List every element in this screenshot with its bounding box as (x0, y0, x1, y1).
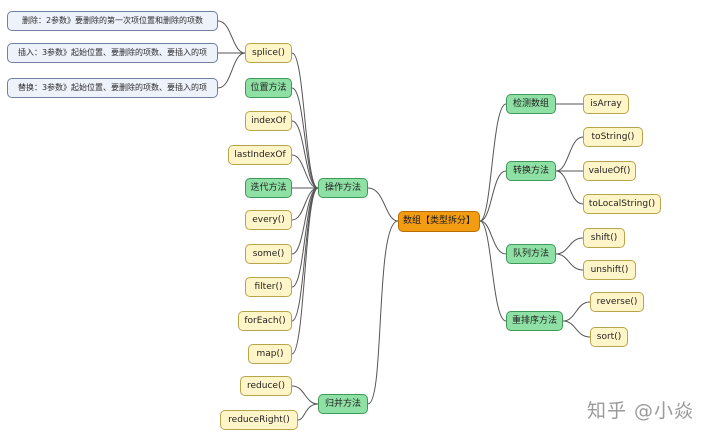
leaf-tostring[interactable]: toString() (583, 127, 643, 147)
link-root-merge (367, 220, 399, 405)
leaf-reduce-label: reduce() (247, 380, 285, 391)
link-operation-map (291, 187, 319, 355)
leaf-lastindexof[interactable]: lastIndexOf (228, 145, 292, 165)
leaf-lastindexof-label: lastIndexOf (234, 149, 286, 160)
splice-note-insert[interactable]: 插入：3参数》起始位置、要删除的项数、要插入的项 (7, 43, 218, 63)
leaf-sort-label: sort() (596, 331, 622, 342)
leaf-indexof[interactable]: indexOf (245, 111, 292, 131)
leaf-sort[interactable]: sort() (590, 327, 628, 347)
leaf-reduceright-label: reduceRight() (228, 414, 290, 425)
link-root-detect (479, 103, 507, 222)
leaf-isarray[interactable]: isArray (583, 94, 629, 114)
splice-note-replace-text: 替换：3参数》起始位置、要删除的项数、要插入的项 (17, 83, 208, 92)
subbranch-iteration[interactable]: 迭代方法 (245, 178, 292, 198)
link-merge-reduce (291, 385, 319, 405)
branch-merge-label: 归并方法 (324, 398, 361, 409)
link-splice-note1 (217, 20, 246, 54)
leaf-reduce[interactable]: reduce() (240, 376, 292, 396)
branch-operation-label: 操作方法 (324, 182, 361, 193)
leaf-filter[interactable]: filter() (245, 277, 292, 297)
leaf-tostring-label: toString() (591, 131, 635, 142)
leaf-splice-label: splice() (252, 47, 285, 58)
splice-note-delete[interactable]: 删除：2参数》要删除的第一次项位置和删除的项数 (7, 11, 218, 31)
leaf-map[interactable]: map() (248, 344, 292, 364)
leaf-splice[interactable]: splice() (245, 43, 292, 63)
link-splice-note3 (217, 52, 246, 89)
link-operation-foreach (291, 187, 319, 322)
link-convert-tolocalstring (555, 170, 584, 205)
leaf-indexof-label: indexOf (251, 115, 286, 126)
subbranch-position[interactable]: 位置方法 (245, 78, 292, 98)
leaf-isarray-label: isArray (590, 98, 622, 109)
link-root-reorder (479, 220, 507, 322)
splice-note-insert-text: 插入：3参数》起始位置、要删除的项数、要插入的项 (17, 48, 208, 57)
leaf-every-label: every() (252, 214, 285, 225)
leaf-reverse-label: reverse() (596, 296, 638, 307)
leaf-foreach[interactable]: forEach() (238, 311, 292, 331)
branch-queue[interactable]: 队列方法 (506, 244, 556, 264)
leaf-filter-label: filter() (254, 281, 283, 292)
subbranch-iteration-label: 迭代方法 (250, 182, 287, 193)
branch-queue-label: 队列方法 (512, 248, 549, 259)
leaf-unshift-label: unshift() (590, 264, 629, 275)
branch-reorder-label: 重排序方法 (511, 315, 557, 326)
leaf-reverse[interactable]: reverse() (590, 292, 644, 312)
link-root-queue (479, 220, 507, 255)
leaf-map-label: map() (256, 348, 284, 359)
branch-operation[interactable]: 操作方法 (318, 178, 368, 198)
root-node[interactable]: 数组【类型拆分】 (398, 211, 480, 232)
splice-note-delete-text: 删除：2参数》要删除的第一次项位置和删除的项数 (21, 16, 204, 25)
branch-convert[interactable]: 转换方法 (506, 161, 556, 181)
link-operation-splice (291, 52, 319, 189)
leaf-tolocalstring-label: toLocalString() (588, 198, 656, 209)
link-merge-reduceright (297, 403, 319, 421)
leaf-tolocalstring[interactable]: toLocalString() (583, 194, 661, 214)
branch-reorder[interactable]: 重排序方法 (506, 311, 563, 331)
link-queue-shift (555, 237, 584, 255)
leaf-valueof[interactable]: valueOf() (583, 161, 636, 181)
subbranch-position-label: 位置方法 (250, 82, 287, 93)
leaf-every[interactable]: every() (245, 210, 292, 230)
link-convert-tostring (555, 136, 584, 172)
leaf-shift-label: shift() (590, 232, 618, 243)
leaf-unshift[interactable]: unshift() (583, 260, 636, 280)
link-reorder-sort (562, 320, 591, 338)
link-queue-unshift (555, 253, 584, 271)
link-root-operation (367, 187, 399, 222)
branch-detect[interactable]: 检测数组 (506, 94, 556, 114)
leaf-valueof-label: valueOf() (588, 165, 631, 176)
branch-merge[interactable]: 归并方法 (318, 394, 368, 414)
splice-note-replace[interactable]: 替换：3参数》起始位置、要删除的项数、要插入的项 (7, 78, 218, 98)
leaf-shift[interactable]: shift() (583, 228, 625, 248)
link-operation-indexof (291, 120, 319, 189)
leaf-reduceright[interactable]: reduceRight() (220, 410, 298, 430)
link-operation-lastindexof (291, 154, 319, 189)
link-root-convert (479, 170, 507, 222)
leaf-some-label: some() (252, 248, 285, 259)
watermark-text: 知乎 @小焱 (587, 400, 695, 422)
leaf-some[interactable]: some() (245, 244, 292, 264)
leaf-foreach-label: forEach() (244, 315, 286, 326)
link-operation-some (291, 187, 319, 255)
branch-detect-label: 检测数组 (512, 98, 549, 109)
link-operation-position (291, 87, 319, 189)
branch-convert-label: 转换方法 (512, 165, 549, 176)
link-reorder-reverse (562, 301, 591, 322)
root-label: 数组【类型拆分】 (402, 216, 475, 226)
